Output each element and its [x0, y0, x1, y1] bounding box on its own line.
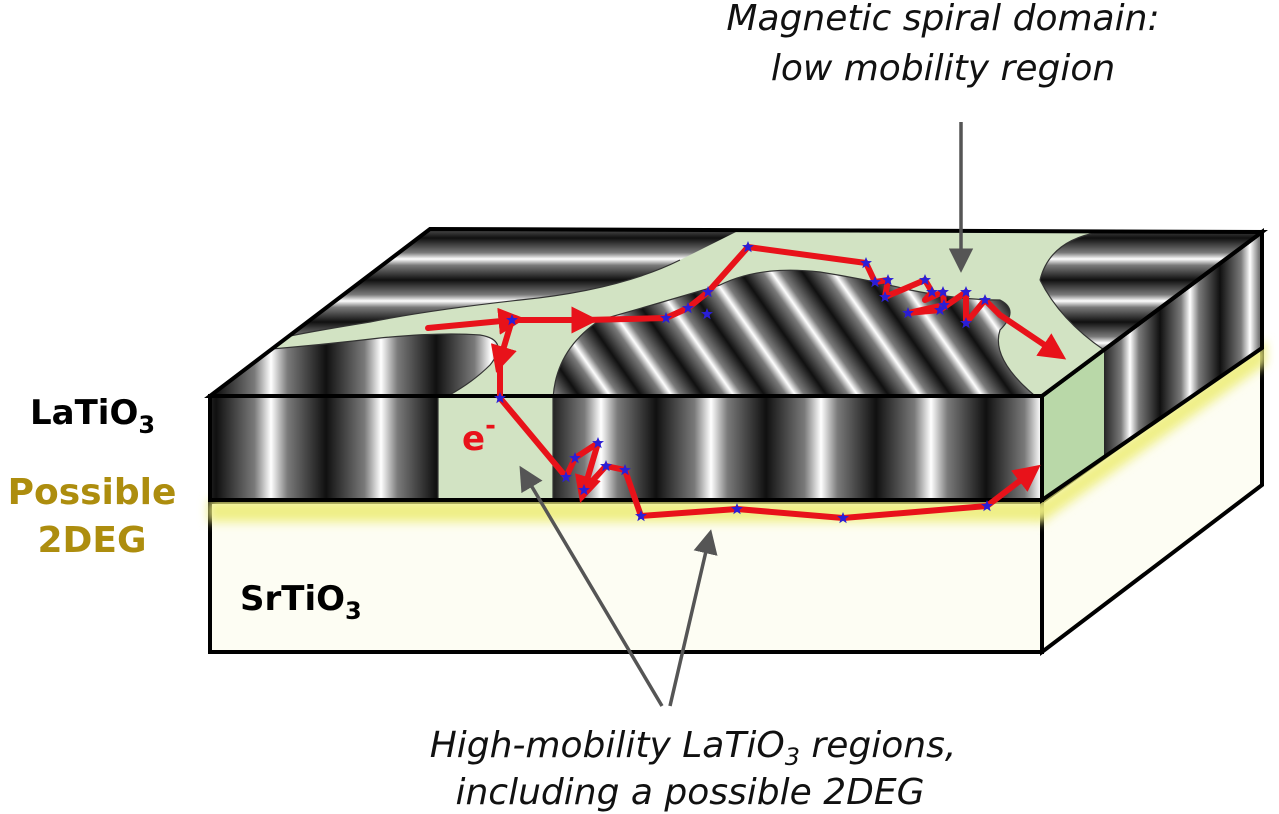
high-mobility-caption-line1: High-mobility LaTiO3 regions, — [430, 725, 957, 771]
high-mobility-caption-line2: including a possible 2DEG — [455, 772, 924, 813]
twodeg-label: 2DEG — [37, 520, 146, 561]
annotation-arrows — [519, 122, 974, 707]
spiral-domain-caption-line1: Magnetic spiral domain: — [726, 0, 1159, 39]
path-2deg-segment — [581, 463, 1041, 521]
latio3-label: LaTiO3 — [30, 393, 155, 439]
srtio3-label: SrTiO3 — [240, 579, 362, 625]
path-down-segment — [490, 317, 517, 373]
path-top-segment-1 — [425, 307, 526, 335]
high-mobility-arrow-left — [519, 465, 664, 707]
electron-label: e- — [462, 411, 496, 459]
possible-label: Possible — [8, 472, 177, 513]
latio3-front-face — [208, 394, 1044, 502]
high-mobility-arrow-right — [668, 529, 718, 707]
srtio3-substrate — [208, 341, 1264, 657]
spiral-domain-caption-line2: low mobility region — [771, 48, 1115, 89]
path-front-segment — [497, 357, 601, 503]
